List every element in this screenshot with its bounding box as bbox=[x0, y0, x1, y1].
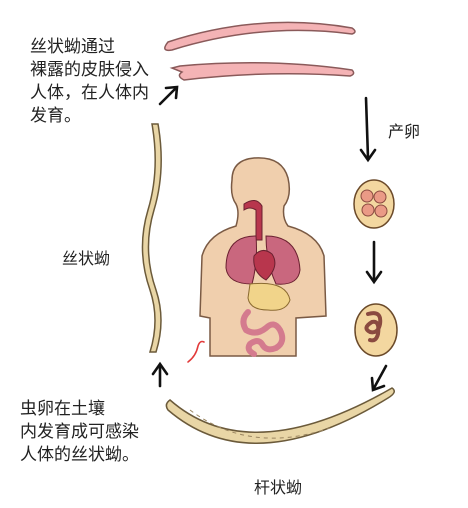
arrow-to-eggs bbox=[359, 96, 377, 163]
filariform-label: 丝状蚴 bbox=[62, 249, 111, 268]
soil-development-note: 虫卵在土壤 内发育成可感染 人体的丝状蚴。 bbox=[20, 399, 139, 465]
infection-note: 丝状蚴通过 裸露的皮肤侵入 人体，在人体内 发育。 bbox=[30, 37, 149, 126]
adult-worm-upper bbox=[164, 21, 356, 52]
stomach bbox=[247, 282, 291, 311]
egg-embryonated bbox=[354, 303, 398, 357]
heart bbox=[253, 250, 276, 281]
arrow-egg-development bbox=[365, 240, 383, 285]
adult-worms bbox=[164, 21, 356, 81]
intestine bbox=[240, 309, 286, 357]
arrow-to-filariform bbox=[151, 361, 169, 388]
arrow-into-human bbox=[158, 85, 179, 106]
filariform-larva bbox=[141, 123, 162, 353]
rhabditiform-larva bbox=[165, 387, 395, 444]
arrow-to-rhabditiform bbox=[370, 364, 388, 392]
small-larva-on-skin bbox=[187, 340, 205, 363]
human-anatomy bbox=[199, 157, 327, 357]
rhabditiform-label: 杆状蚴 bbox=[254, 478, 303, 497]
egg-early bbox=[353, 179, 395, 229]
adult-worm-lower bbox=[169, 62, 355, 81]
egg-laying-label: 产卵 bbox=[388, 122, 421, 141]
